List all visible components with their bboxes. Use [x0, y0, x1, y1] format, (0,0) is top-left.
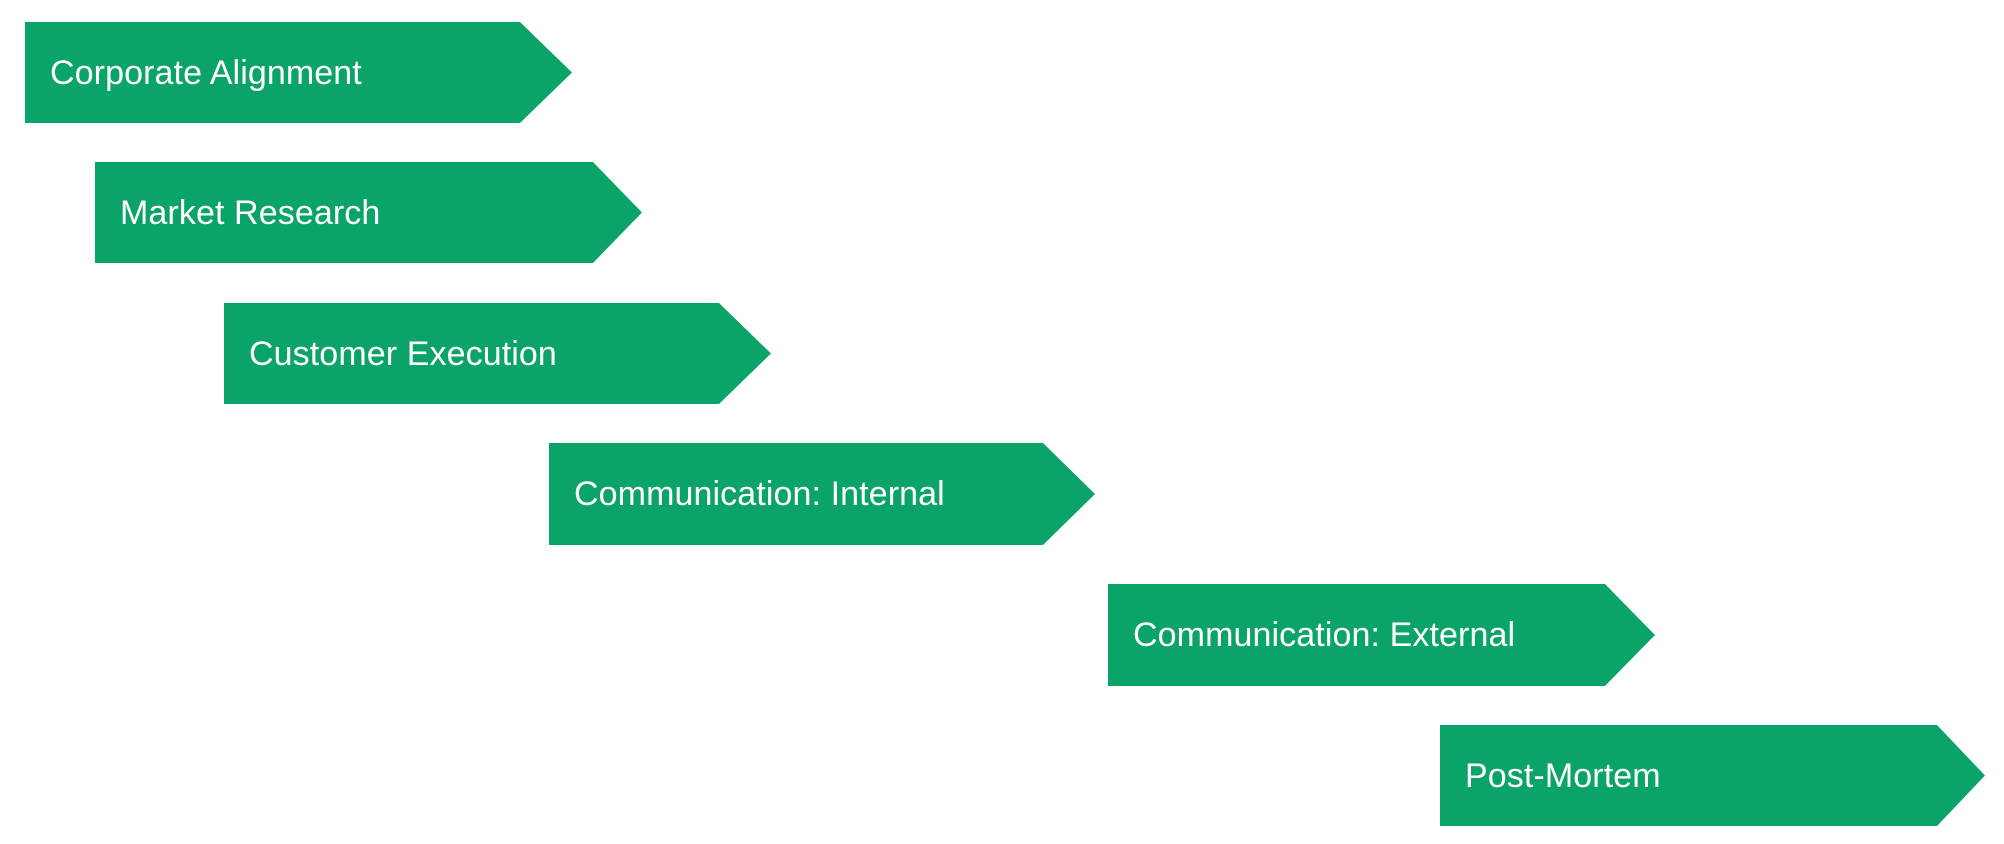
process-step-2[interactable]: Market Research — [95, 162, 642, 263]
chevron-arrow-icon — [1440, 725, 1985, 826]
process-step-5[interactable]: Communication: External — [1108, 584, 1655, 686]
chevron-arrow-icon — [25, 22, 572, 123]
chevron-arrow-icon — [224, 303, 771, 404]
chevron-arrow-icon — [95, 162, 642, 263]
process-step-1[interactable]: Corporate Alignment — [25, 22, 572, 123]
chevron-arrow-icon — [549, 443, 1095, 545]
chevron-arrow-icon — [1108, 584, 1655, 686]
process-step-3[interactable]: Customer Execution — [224, 303, 771, 404]
process-step-4[interactable]: Communication: Internal — [549, 443, 1095, 545]
process-step-6[interactable]: Post-Mortem — [1440, 725, 1985, 826]
